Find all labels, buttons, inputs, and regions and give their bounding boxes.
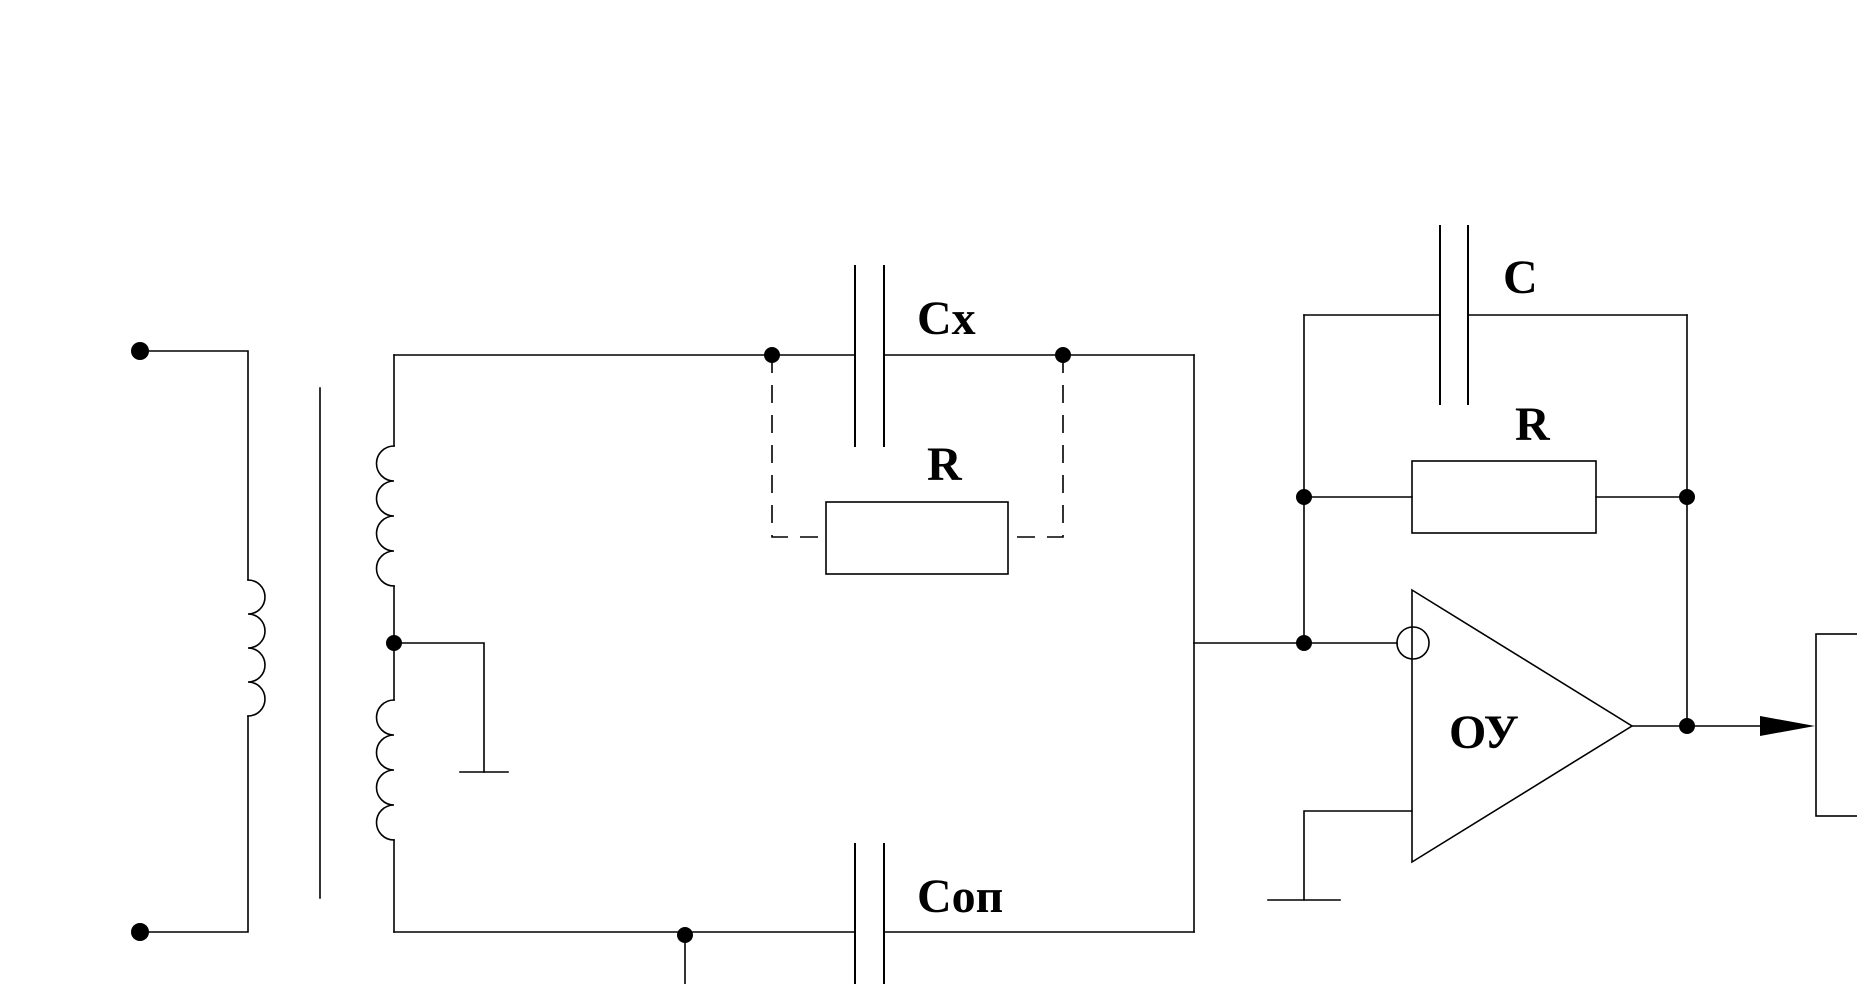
r-dashed-wire-right [1008, 355, 1064, 538]
r-feedback-resistor [1411, 460, 1597, 534]
output-arrow-icon [1760, 716, 1815, 736]
opamp-triangle [1411, 588, 1634, 864]
inverting-input-bubble [1396, 626, 1430, 660]
secondary-winding-upper [375, 445, 395, 587]
primary-winding [247, 579, 266, 717]
opamp-stage: ОУ C R [1193, 225, 1857, 901]
feedback-node-right [1679, 489, 1695, 505]
r-left-label: R [927, 438, 963, 491]
secondary-winding-lower [375, 699, 395, 841]
lower-branch: Coп [393, 843, 1195, 984]
upper-branch: Cx R [393, 265, 1195, 933]
primary-wire-top [139, 350, 249, 581]
c-feedback-label: C [1503, 251, 1538, 304]
noninverting-ground-wire [1303, 810, 1413, 901]
cop-label: Coп [917, 870, 1003, 923]
feedback-node-left [1296, 489, 1312, 505]
primary-wire-bottom [139, 715, 249, 933]
r-feedback-label: R [1515, 398, 1551, 451]
input-terminals [131, 342, 149, 941]
r-resistor-left [825, 501, 1009, 575]
center-tap-wire [393, 642, 485, 773]
r-dashed-wire-left [771, 355, 826, 538]
cx-label: Cx [917, 292, 976, 345]
transformer [139, 350, 509, 933]
opamp-output-node [1679, 718, 1695, 734]
output-load-block [1815, 633, 1857, 817]
opamp-label: ОУ [1449, 706, 1519, 759]
